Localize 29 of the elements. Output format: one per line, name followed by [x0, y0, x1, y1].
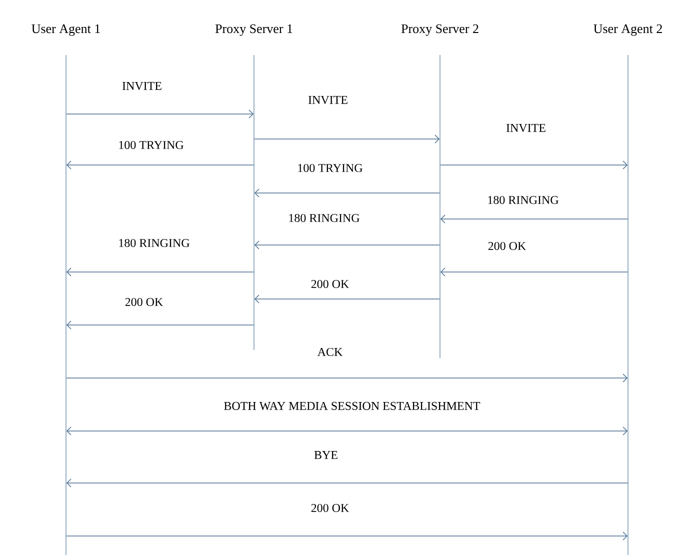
message-arrow [66, 532, 628, 540]
edge-label: INVITE [505, 122, 547, 134]
message-arrow [254, 188, 440, 198]
edge-label: 180 RINGING [117, 238, 191, 248]
edge-label: INVITE [121, 80, 163, 92]
message-arrow [66, 320, 254, 330]
edge-label: BOTH WAY MEDIA SESSION ESTABLISHMENT [222, 400, 482, 412]
edge-label: 180 RINGING [486, 194, 560, 206]
participant-label: Proxy Server 2 [401, 24, 478, 36]
message-arrow [440, 160, 628, 170]
edge-label: 180 RINGING [287, 212, 361, 224]
edge-label: 100 TRYING [117, 140, 185, 150]
message-arrow [66, 374, 628, 382]
message-arrow [440, 214, 628, 224]
message-arrow [254, 134, 440, 144]
message-arrow [254, 240, 440, 250]
edge-label: 100 TRYING [296, 162, 364, 174]
participant-label: User Agent 2 [594, 24, 662, 36]
message-arrow [440, 268, 628, 276]
message-arrow [66, 478, 628, 488]
edge-label: BYE [313, 450, 339, 460]
message-arrow [66, 110, 254, 118]
message-arrow [66, 426, 628, 436]
edge-label: INVITE [307, 94, 349, 106]
participant-label: User Agent 1 [32, 24, 100, 36]
message-arrow [66, 268, 254, 276]
message-arrow [66, 160, 254, 170]
participant-label: Proxy Server 1 [215, 24, 292, 36]
message-arrow [254, 294, 440, 304]
